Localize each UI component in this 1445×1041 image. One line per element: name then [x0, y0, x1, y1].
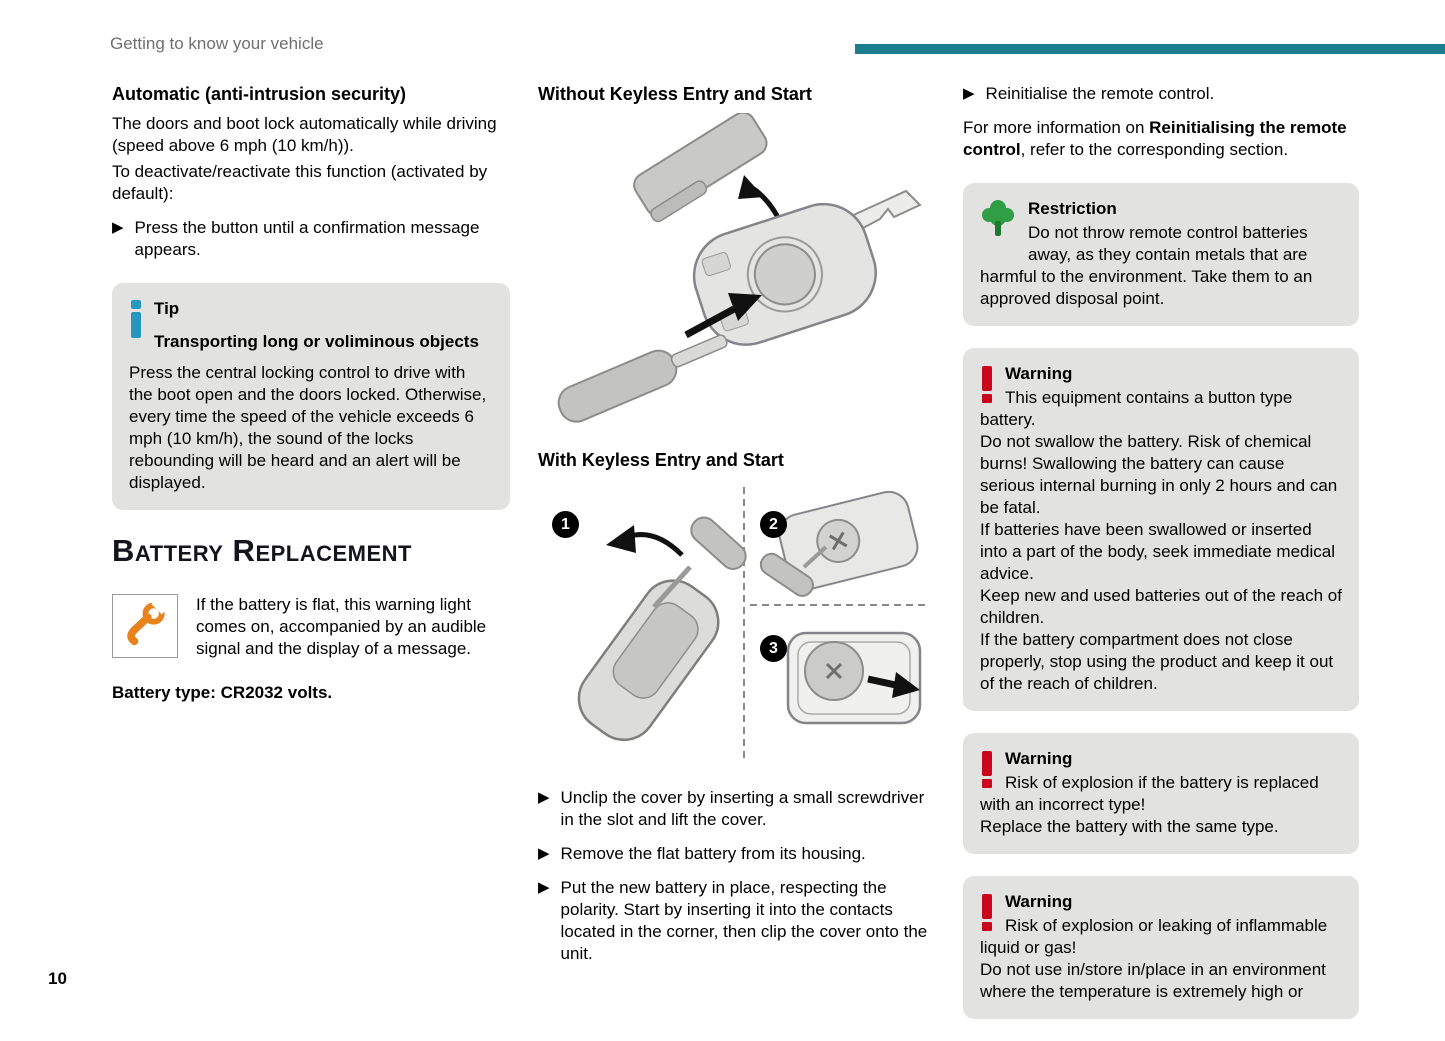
security-paragraph-1: The doors and boot lock automatically wh… — [112, 114, 497, 155]
warning-1-line: If the battery compartment does not clos… — [980, 630, 1334, 693]
warning-1-line: This equipment contains a button type ba… — [980, 388, 1293, 429]
battery-warning-row: If the battery is flat, this warning lig… — [112, 594, 510, 660]
tip-body: Press the central locking control to dri… — [129, 363, 487, 492]
security-heading: Automatic (anti-intrusion security) — [112, 84, 407, 104]
tip-subtitle: Transporting long or voliminous objects — [154, 332, 479, 351]
reinitialise-info-bold: Reinitialising the remote control — [963, 118, 1347, 159]
left-column: Automatic (anti-intrusion security) The … — [112, 83, 510, 704]
header-accent-bar — [855, 44, 1445, 54]
warning-3-line: Do not use in/store in/place in an envir… — [980, 960, 1326, 1001]
with-keyless-heading: With Keyless Entry and Start — [538, 450, 784, 470]
battery-step-1-text: Unclip the cover by inserting a small sc… — [560, 788, 925, 829]
warning-2-line: Risk of explosion if the battery is repl… — [980, 773, 1319, 814]
exclamation-icon — [982, 751, 992, 788]
middle-column: Without Keyless Entry and Start — [538, 83, 932, 977]
battery-step-1: ▶ Unclip the cover by inserting a small … — [538, 787, 932, 831]
step-badge-2: 2 — [760, 511, 787, 538]
tree-icon — [980, 198, 1016, 244]
warning-1-body: This equipment contains a button type ba… — [980, 387, 1342, 695]
reinitialise-info: For more information on Reinitialising t… — [963, 117, 1359, 161]
warning-1-line: Keep new and used batteries out of the r… — [980, 586, 1342, 627]
warning-3-body: Risk of explosion or leaking of inflamma… — [980, 915, 1342, 1003]
battery-step-3-text: Put the new battery in place, respecting… — [560, 878, 928, 963]
tip-title: Tip — [154, 299, 180, 318]
page-number: 10 — [48, 969, 67, 988]
restriction-title: Restriction — [1028, 199, 1117, 218]
exclamation-icon — [982, 894, 992, 931]
warning-3-title: Warning — [1005, 892, 1073, 911]
battery-step-2: ▶ Remove the flat battery from its housi… — [538, 843, 932, 865]
restriction-body: Do not throw remote control batteries aw… — [980, 223, 1313, 308]
illustration-key-with-keyless: 1 2 3 — [538, 479, 930, 771]
security-paragraph-2: To deactivate/reactivate this function (… — [112, 162, 488, 203]
warning-2-body: Risk of explosion if the battery is repl… — [980, 772, 1342, 838]
illustration-key-without-keyless — [538, 111, 930, 435]
warning-1-line: If batteries have been swallowed or inse… — [980, 520, 1335, 583]
battery-warning-text: If the battery is flat, this warning lig… — [196, 595, 487, 658]
arrow-bullet-icon: ▶ — [538, 789, 550, 806]
restriction-box: Restriction Do not throw remote control … — [963, 183, 1359, 326]
warning-2-title: Warning — [1005, 749, 1073, 768]
arrow-bullet-icon: ▶ — [963, 85, 975, 102]
tip-box: Tip Transporting long or voliminous obje… — [112, 283, 510, 510]
battery-type: Battery type: CR2032 volts. — [112, 683, 333, 702]
reinitialise-instruction-text: Reinitialise the remote control. — [985, 84, 1215, 103]
warning-box-explosion: Warning Risk of explosion if the battery… — [963, 733, 1359, 854]
battery-step-2-text: Remove the flat battery from its housing… — [560, 844, 866, 863]
reinitialise-instruction: ▶ Reinitialise the remote control. — [963, 83, 1359, 105]
warning-2-line: Replace the battery with the same type. — [980, 817, 1279, 836]
warning-box-temperature: Warning Risk of explosion or leaking of … — [963, 876, 1359, 1019]
without-keyless-heading: Without Keyless Entry and Start — [538, 84, 812, 104]
step-badge-1: 1 — [552, 511, 579, 538]
warning-1-line: Do not swallow the battery. Risk of chem… — [980, 432, 1338, 517]
arrow-bullet-icon: ▶ — [538, 845, 550, 862]
arrow-bullet-icon: ▶ — [112, 219, 124, 236]
warning-box-battery: Warning This equipment contains a button… — [963, 348, 1359, 711]
battery-step-3: ▶ Put the new battery in place, respecti… — [538, 877, 932, 965]
arrow-bullet-icon: ▶ — [538, 879, 550, 896]
reinitialise-info-pre: For more information on — [963, 118, 1150, 137]
security-instruction-text: Press the button until a confirmation me… — [134, 218, 480, 259]
breadcrumb: Getting to know your vehicle — [110, 34, 324, 53]
step-badge-3: 3 — [760, 635, 787, 662]
wrench-icon — [112, 594, 178, 658]
right-column: ▶ Reinitialise the remote control. For m… — [963, 83, 1359, 1041]
battery-replacement-heading: Battery Replacement — [112, 533, 412, 568]
info-icon — [131, 300, 141, 338]
security-instruction: ▶ Press the button until a confirmation … — [112, 217, 510, 261]
reinitialise-info-post: , refer to the corresponding section. — [1020, 140, 1289, 159]
warning-3-line: Risk of explosion or leaking of inflamma… — [980, 916, 1328, 957]
exclamation-icon — [982, 366, 992, 403]
warning-1-title: Warning — [1005, 364, 1073, 383]
